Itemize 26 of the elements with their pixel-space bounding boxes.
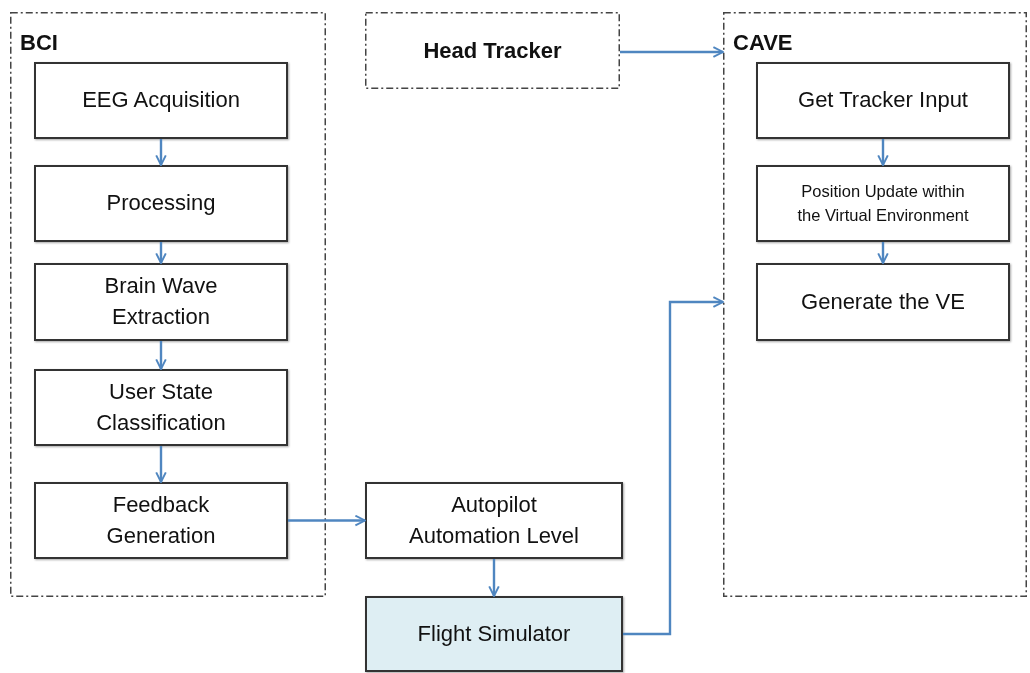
group-title: CAVE (733, 30, 793, 56)
process-box: Brain Wave Extraction (34, 263, 288, 341)
process-box: Processing (34, 165, 288, 242)
arrow (623, 296, 724, 636)
node-label: Head Tracker (423, 37, 562, 64)
process-box: User State Classification (34, 369, 288, 446)
arrow (155, 139, 167, 166)
process-box: EEG Acquisition (34, 62, 288, 139)
arrow (877, 242, 889, 264)
group-title: BCI (20, 30, 58, 56)
arrow (155, 446, 167, 483)
process-box: Position Update within the Virtual Environment (756, 165, 1010, 242)
arrow (877, 139, 889, 166)
arrow (155, 242, 167, 264)
arrow (155, 341, 167, 370)
process-box: Flight Simulator (365, 596, 623, 672)
process-box: Feedback Generation (34, 482, 288, 559)
group-frame (10, 12, 326, 597)
group-frame (723, 12, 1027, 597)
arrow (620, 46, 724, 58)
arrow (288, 514, 366, 527)
process-box: Autopilot Automation Level (365, 482, 623, 559)
process-box: Get Tracker Input (756, 62, 1010, 139)
arrow (488, 559, 500, 597)
process-box: Generate the VE (756, 263, 1010, 341)
dashed-box (365, 12, 620, 89)
